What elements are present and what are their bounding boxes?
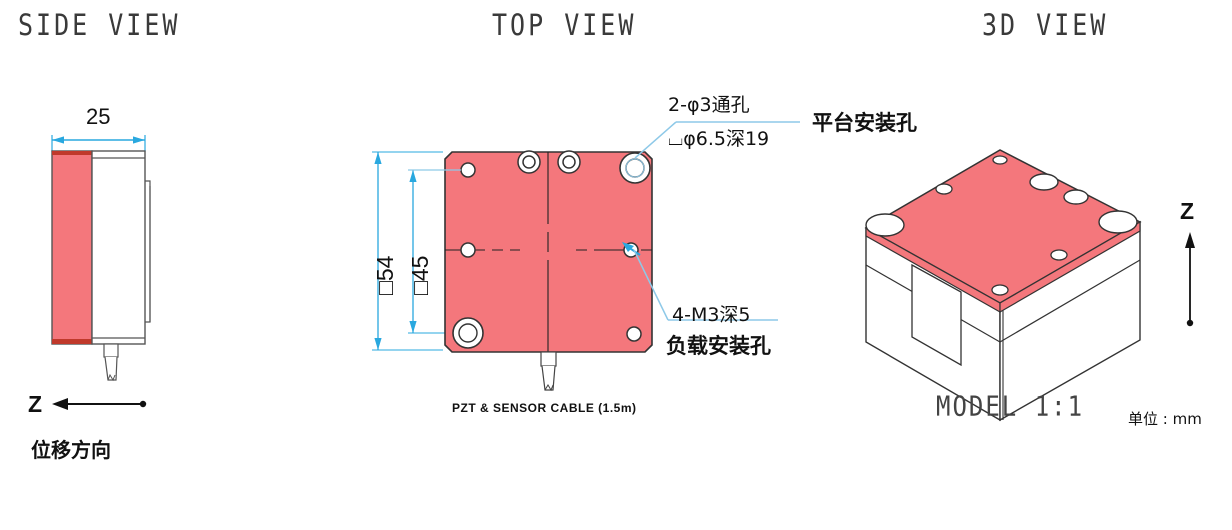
platform-hole-callout-line1: 2-φ3通孔 [668,94,750,116]
side-view-body [51,150,151,345]
top-view-hole-top-mid-right [557,150,581,174]
side-view-z-axis-label: Z [28,391,43,417]
three-d-top-plate [864,149,1142,314]
three-d-z-axis-label: Z [1180,198,1195,224]
side-width-dimension-value: 25 [86,104,111,129]
top-view-leader-lines [408,121,800,321]
cable-label: PZT & SENSOR CABLE (1.5m) [452,401,637,415]
three-d-view-title: 3D VIEW [982,8,1109,43]
platform-hole-callout-line2: ⌴φ6.5深19 [668,128,770,150]
top-view-hole-bottom-right [626,326,642,342]
top-view-hole-top-right [619,152,651,184]
top-view-cable [540,351,557,392]
top-view-hole-top-mid-left [517,150,541,174]
top-outer-dimension [372,151,443,351]
platform-mounting-hole-note: 平台安装孔 [812,111,917,135]
side-view-z-arrow [52,398,147,410]
side-view-cable [103,343,119,382]
top-view-centerlines [445,152,652,352]
load-hole-callout-line1: 4-M3深5 [672,304,751,326]
displacement-direction-label: 位移方向 [31,438,111,462]
three-d-plate-holes [865,155,1138,296]
model-scale-label: MODEL 1:1 [936,390,1085,423]
three-d-body [865,220,1141,422]
top-view-title: TOP VIEW [492,8,637,43]
top-view-hole-bottom-left [452,317,484,349]
side-width-dimension [51,135,146,152]
unit-label: 单位 : mm [1128,410,1202,428]
side-view-title: SIDE VIEW [18,8,181,43]
load-mounting-hole-note: 负载安装孔 [666,334,771,358]
top-view-hole-mid-left [460,242,476,258]
three-d-z-arrow [1185,232,1195,327]
